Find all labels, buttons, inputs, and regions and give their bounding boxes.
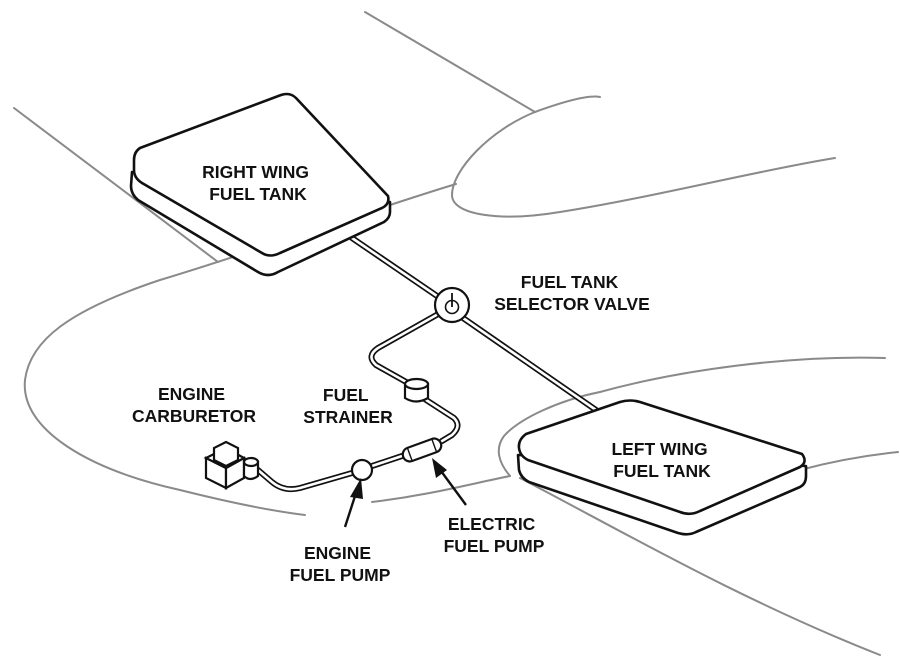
engine-fuel-pump [350, 458, 374, 482]
left-wing-fuel-tank [516, 399, 808, 536]
electric-fuel-pump [401, 437, 443, 463]
pointer-arrows [343, 458, 467, 528]
fuel-strainer [403, 377, 430, 403]
right-wing-fuel-tank [129, 92, 392, 277]
engine-carburetor-label: ENGINE CARBURETOR [132, 384, 256, 426]
left-wing-tank-label: LEFT WING FUEL TANK [611, 439, 712, 481]
labels: RIGHT WING FUEL TANK LEFT WING FUEL TANK… [132, 162, 712, 585]
right-wing-tank-label: RIGHT WING FUEL TANK [202, 162, 314, 204]
airframe-outline [13, 11, 899, 656]
fuel-lines [255, 235, 599, 493]
fuel-strainer-label: FUEL STRAINER [303, 385, 393, 427]
electric-fuel-pump-label: ELECTRIC FUEL PUMP [444, 514, 545, 556]
selector-valve [433, 286, 471, 324]
selector-valve-label: FUEL TANK SELECTOR VALVE [494, 272, 650, 314]
engine-fuel-pump-label: ENGINE FUEL PUMP [290, 543, 391, 585]
engine-carburetor [203, 440, 260, 490]
